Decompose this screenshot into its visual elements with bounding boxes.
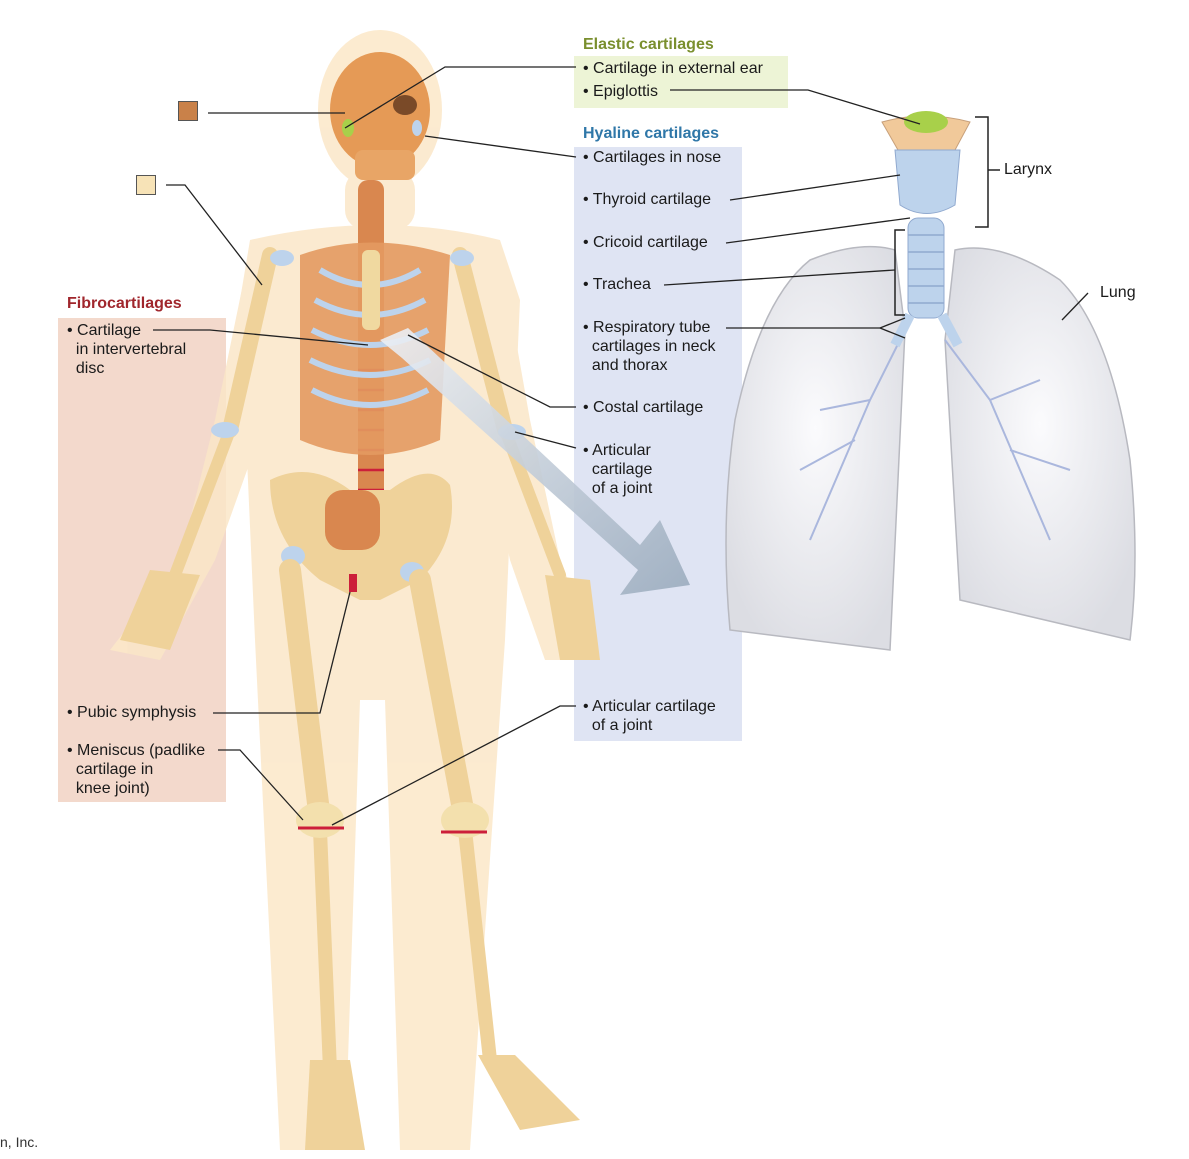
fibro-item-meniscus: • Meniscus (padlike cartilage in knee jo… xyxy=(67,742,206,797)
rib-cage xyxy=(300,242,450,455)
hyaline-panel xyxy=(574,147,742,741)
pelvis xyxy=(270,472,452,600)
larynx-label: Larynx xyxy=(1004,161,1053,178)
elastic-title: Elastic cartilages xyxy=(583,36,714,53)
hyaline-item-thyroid: • Thyroid cartilage xyxy=(583,191,712,208)
lung-label: Lung xyxy=(1100,284,1136,301)
elastic-item-external-ear: • Cartilage in external ear xyxy=(583,60,763,77)
hyaline-item-cricoid: • Cricoid cartilage xyxy=(583,234,708,251)
hyaline-item-trachea: • Trachea xyxy=(583,276,651,293)
fibro-title: Fibrocartilages xyxy=(67,295,182,312)
leader-lines xyxy=(153,66,1089,826)
tan-square-icon xyxy=(136,175,156,195)
fibro-item-pubic-symphysis: • Pubic symphysis xyxy=(67,704,197,721)
larynx-bracket xyxy=(894,116,1000,316)
hyaline-item-respiratory-tube: • Respiratory tube cartilages in neck an… xyxy=(583,319,716,374)
hyaline-item-articular-upper: • Articular cartilage of a joint xyxy=(583,442,653,497)
hyaline-item-articular-lower: • Articular cartilage of a joint xyxy=(583,698,716,734)
fibro-item-intervertebral-disc: • Cartilage in intervertebral disc xyxy=(67,322,187,377)
lungs xyxy=(725,245,1136,651)
hyaline-item-costal: • Costal cartilage xyxy=(583,399,704,416)
credit-text: n, Inc. xyxy=(0,1134,39,1150)
larynx-trachea xyxy=(881,111,971,348)
elastic-panel xyxy=(574,56,788,108)
hyaline-title: Hyaline cartilages xyxy=(583,125,720,142)
hyaline-item-nose: • Cartilages in nose xyxy=(583,149,722,166)
hands-feet xyxy=(120,570,600,1150)
skull xyxy=(330,52,430,180)
limbs xyxy=(169,247,566,1077)
brown-square-icon xyxy=(178,101,198,121)
elastic-item-epiglottis: • Epiglottis xyxy=(583,83,658,100)
knees xyxy=(296,802,489,838)
magnify-arrow xyxy=(380,328,690,595)
